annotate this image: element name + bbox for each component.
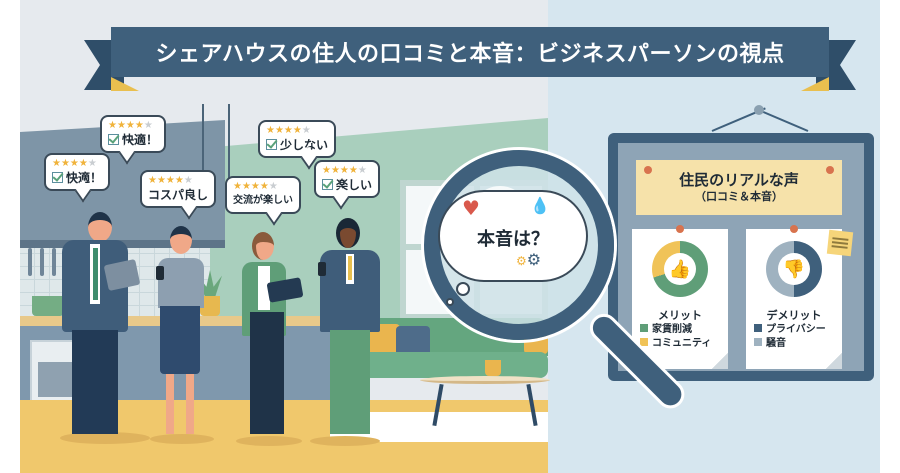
pendant-lamp [228, 104, 230, 184]
pot-icon [32, 296, 64, 316]
review-text: 少しない [280, 138, 329, 152]
legend-item: 騒音 [754, 337, 826, 351]
review-bubble: ★★★★★ コスパ良し [140, 170, 217, 208]
review-bubble: ★★★★★ 少しない [258, 120, 337, 158]
mug-icon [485, 360, 501, 376]
merit-card: 👍 メリット 家賃削減 コミュニティ [632, 225, 728, 369]
review-bubble: ★★★★★ 快適！ [100, 115, 167, 153]
water-drops-icon: 💧 [530, 196, 550, 215]
sticky-note-icon [826, 229, 854, 257]
demerit-legend: プライバシー 騒音 [754, 323, 826, 351]
board-header-note: 住民のリアルな声 （口コミ＆本音） [636, 160, 842, 215]
ladle-icon [28, 248, 32, 276]
title-banner: シェアハウスの住人の口コミと本音：ビジネスパーソンの視点 [111, 27, 829, 77]
demerit-title: デメリット [766, 309, 822, 322]
review-bubble: ★★★★★ 快適！ [44, 153, 111, 191]
thought-dot [446, 298, 454, 306]
review-bubble: ★★★★★ 楽しい [314, 160, 381, 198]
star-rating: ★★★★★ [52, 158, 97, 169]
merit-title: メリット [658, 309, 702, 322]
nail [754, 105, 764, 115]
shadow [310, 436, 380, 446]
board-title: 住民のリアルな声 [679, 171, 799, 189]
plant-pot [200, 296, 220, 316]
shadow [150, 434, 214, 444]
star-rating: ★★★★★ [233, 181, 278, 192]
star-rating: ★★★★★ [322, 165, 367, 176]
review-text: 楽しい [336, 178, 373, 192]
star-rating: ★★★★★ [148, 175, 193, 186]
merit-donut-chart: 👍 [652, 241, 708, 297]
shadow [60, 432, 150, 444]
merit-legend: 家賃削減 コミュニティ [640, 323, 711, 351]
star-rating: ★★★★★ [108, 120, 153, 131]
thought-text: 本音は？ [477, 229, 549, 250]
checkbox-icon [108, 134, 119, 145]
checkbox-icon [266, 139, 277, 150]
legend-item: プライバシー [754, 323, 826, 337]
review-bubble: ★★★★★ 交流が楽しい [225, 176, 301, 214]
illustration: ★★★★★ 快適！ ★★★★★ 快適！ ★★★★★ コスパ良し ★★★★★ 交流… [20, 0, 880, 473]
review-text: 交流が楽しい [233, 195, 293, 206]
whisk-icon [52, 248, 56, 276]
legend-item: 家賃削減 [640, 323, 711, 337]
heart-icon: ♥ [462, 196, 480, 220]
spatula-icon [40, 248, 44, 276]
thumbs-up-icon: 👍 [668, 258, 692, 280]
sofa-seat [350, 352, 548, 378]
legend-item: コミュニティ [640, 337, 711, 351]
pin-icon [790, 225, 798, 233]
pin-icon [676, 225, 684, 233]
pin-icon [826, 166, 834, 174]
cushion-blue [396, 326, 430, 356]
review-text: 快適！ [122, 133, 159, 147]
review-text: コスパ良し [148, 188, 209, 202]
gears-icon: ⚙⚙ [516, 250, 542, 269]
voices-board: 住民のリアルな声 （口コミ＆本音） 👍 メリット 家賃削減 コミュニティ 👎 デ… [608, 133, 874, 381]
shadow [236, 436, 302, 446]
star-rating: ★★★★★ [266, 125, 311, 136]
pin-icon [644, 166, 652, 174]
checkbox-icon [322, 179, 333, 190]
review-text: 快適！ [66, 171, 103, 185]
board-subtitle: （口コミ＆本音） [695, 190, 783, 203]
pendant-lamp [202, 104, 204, 184]
thought-dot [456, 282, 470, 296]
demerit-donut-chart: 👎 [766, 241, 822, 297]
coffee-table [420, 376, 550, 384]
thumbs-down-icon: 👎 [782, 258, 806, 280]
page-title: シェアハウスの住人の口コミと本音：ビジネスパーソンの視点 [155, 42, 785, 67]
checkbox-icon [52, 172, 63, 183]
thought-bubble: 本音は？ [438, 190, 588, 282]
